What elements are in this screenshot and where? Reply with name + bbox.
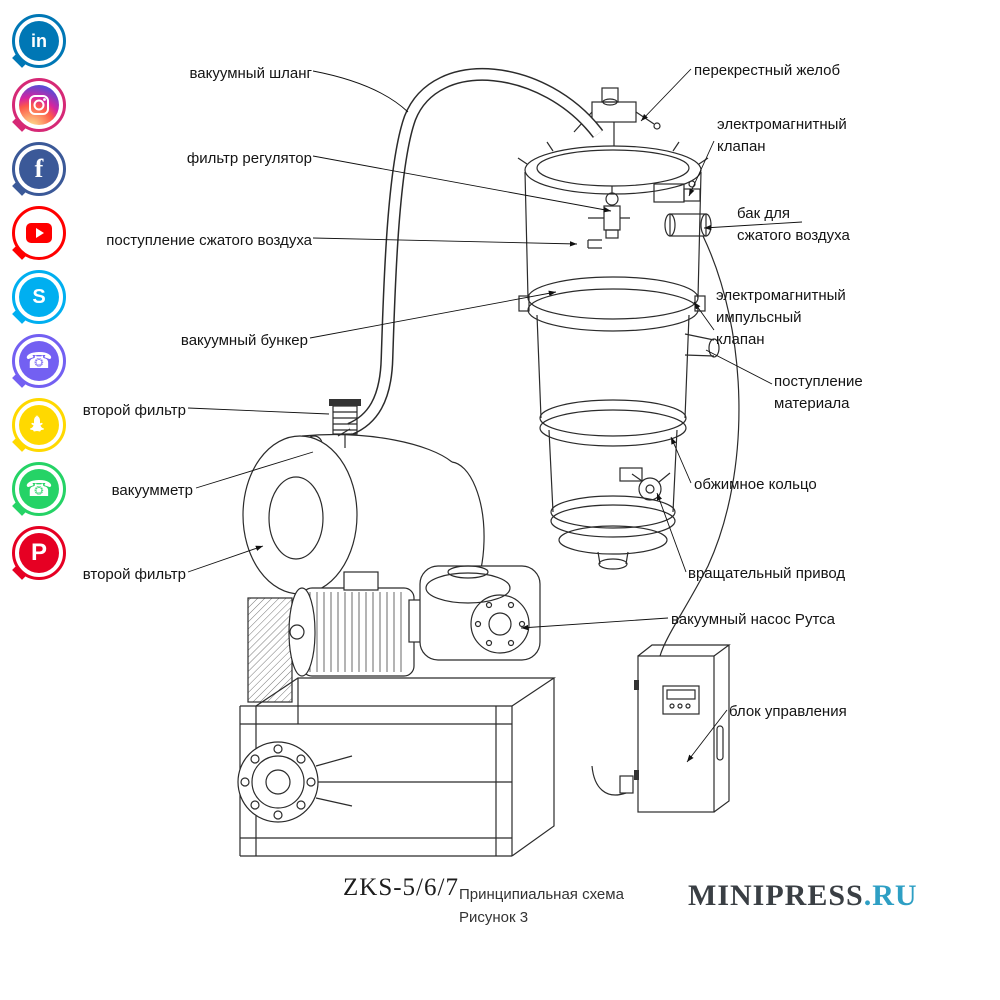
label-line: импульсный — [716, 309, 802, 326]
snapchat-icon — [19, 405, 59, 445]
icon-ring: ☎ — [12, 334, 66, 388]
label-vacuum-hopper: вакуумный бункер — [180, 332, 308, 349]
skype-icon: S — [19, 277, 59, 317]
machine-linework — [237, 68, 740, 857]
label-line: поступление — [774, 373, 863, 390]
label-compressed-air-tank: бак для сжатого воздуха — [737, 203, 850, 247]
label-line: бак для — [737, 205, 790, 222]
viber-phone-glyph: ☎ — [25, 348, 53, 373]
social-link-linkedin[interactable]: in — [12, 14, 66, 68]
icon-ring: S — [12, 270, 66, 324]
figure-caption: Принципиальная схема — [459, 886, 624, 903]
model-number: ZKS-5/6/7 — [343, 874, 459, 901]
icon-ring — [12, 78, 66, 132]
label-clamp-ring: обжимное кольцо — [694, 476, 817, 493]
label-rotary-drive: вращательный привод — [688, 565, 846, 582]
whatsapp-icon: ☎ — [19, 469, 59, 509]
brand-tld: .RU — [863, 879, 918, 912]
label-material-inlet: поступление материала — [774, 371, 863, 415]
linkedin-icon: in — [19, 21, 59, 61]
viber-icon: ☎ — [19, 341, 59, 381]
social-link-facebook[interactable]: f — [12, 142, 66, 196]
label-vacuum-hose: вакуумный шланг — [189, 65, 312, 82]
whatsapp-phone-glyph: ☎ — [25, 476, 53, 501]
label-line: электромагнитный — [716, 287, 846, 304]
label-control-unit: блок управления — [729, 703, 847, 720]
instagram-icon — [19, 85, 59, 125]
social-link-snapchat[interactable] — [12, 398, 66, 452]
label-second-filter-top: второй фильтр — [82, 402, 186, 419]
icon-ring: in — [12, 14, 66, 68]
label-filter-regulator: фильтр регулятор — [186, 150, 312, 167]
linkedin-glyph: in — [31, 30, 47, 51]
label-line: клапан — [717, 138, 766, 155]
label-roots-vacuum-pump: вакуумный насос Рутса — [671, 611, 835, 628]
label-line: электромагнитный — [717, 116, 847, 133]
label-compressed-air-inlet: поступление сжатого воздуха — [106, 232, 312, 249]
brand-logo: MINIPRESS.RU — [688, 879, 918, 913]
icon-ring: f — [12, 142, 66, 196]
pinterest-icon: P — [19, 533, 59, 573]
label-cross-chute: перекрестный желоб — [694, 62, 841, 79]
social-link-instagram[interactable] — [12, 78, 66, 132]
facebook-icon: f — [19, 149, 59, 189]
label-second-filter-bottom: второй фильтр — [82, 566, 186, 583]
icon-ring — [12, 398, 66, 452]
skype-glyph: S — [32, 285, 46, 308]
social-link-pinterest[interactable]: P — [12, 526, 66, 580]
label-line: материала — [774, 395, 850, 412]
facebook-glyph: f — [34, 154, 44, 183]
label-solenoid-pulse-valve: электромагнитный импульсный клапан — [716, 285, 846, 351]
icon-ring — [12, 206, 66, 260]
label-line: сжатого воздуха — [737, 227, 850, 244]
social-link-youtube[interactable] — [12, 206, 66, 260]
brand-name: MINIPRESS — [688, 879, 864, 912]
social-link-whatsapp[interactable]: ☎ — [12, 462, 66, 516]
icon-ring: P — [12, 526, 66, 580]
label-line: клапан — [716, 331, 765, 348]
leader-lines — [187, 68, 803, 763]
youtube-icon — [19, 213, 59, 253]
social-link-skype[interactable]: S — [12, 270, 66, 324]
icon-ring: ☎ — [12, 462, 66, 516]
social-link-viber[interactable]: ☎ — [12, 334, 66, 388]
label-vacuum-gauge: вакуумметр — [111, 482, 193, 499]
pinterest-glyph: P — [30, 539, 47, 566]
label-solenoid-valve: электромагнитный клапан — [717, 114, 847, 158]
figure-number: Рисунок 3 — [459, 909, 529, 926]
